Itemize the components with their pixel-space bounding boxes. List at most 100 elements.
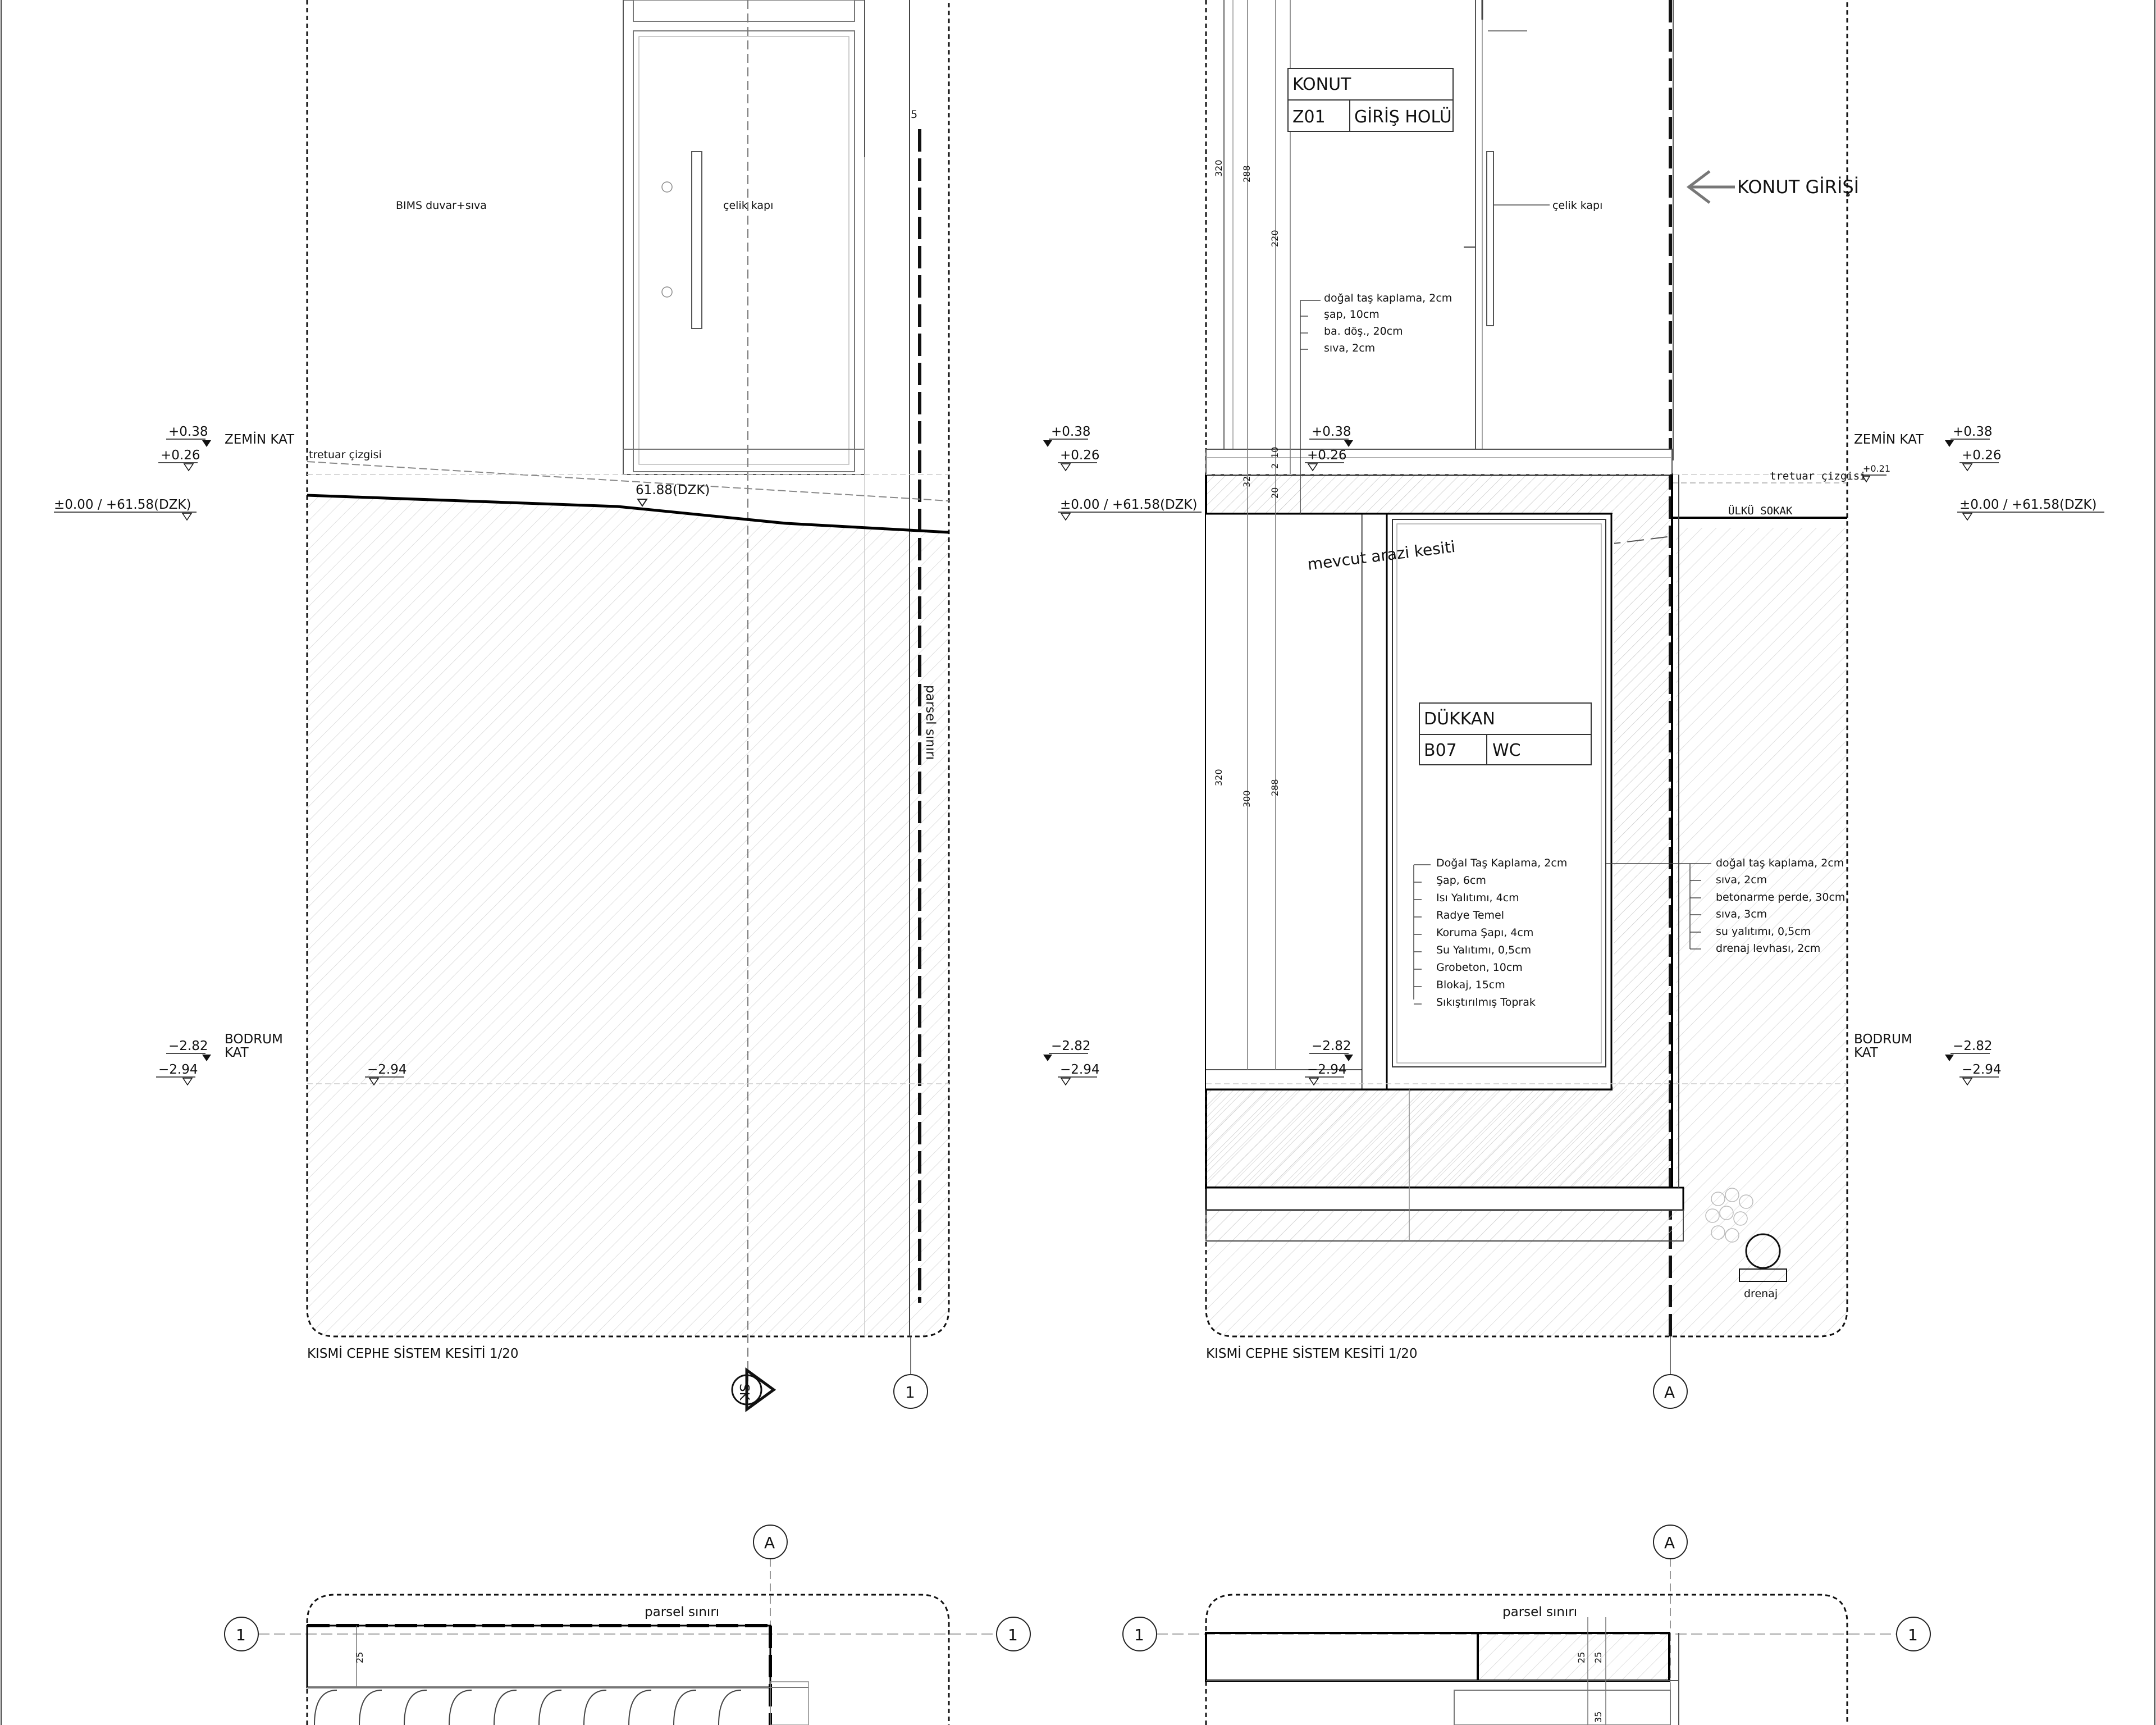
plan-right-dim-1: 25 (1576, 1652, 1587, 1663)
level-inner-z2: +0.26 (1307, 448, 1346, 463)
level-bodrum-b1: −2.82 (168, 1039, 208, 1053)
level-right-bodrum-2: KAT (1854, 1046, 1879, 1060)
dim-lower-3: 288 (1269, 779, 1280, 796)
level-mid-b1: −2.82 (1051, 1039, 1090, 1053)
level-right-bodrum-1: BODRUM (1854, 1032, 1912, 1047)
sidewalk-line-label-left: tretuar çizgisi (309, 449, 382, 461)
foundation-layer-7: Grobeton, 10cm (1436, 961, 1523, 974)
entrance-arrow-icon (1686, 170, 1735, 204)
grid-bubble-a-label: A (1664, 1383, 1675, 1402)
street-label: ÜLKÜ SOKAK (1728, 504, 1793, 517)
dim-lower-2: 300 (1241, 790, 1252, 807)
sidewalk-elevation: +0.21 (1863, 463, 1890, 474)
level-bodrum-label-2: KAT (225, 1046, 249, 1060)
section-marker-label: SK (737, 1384, 751, 1401)
foundation-layer-1: Doğal Taş Kaplama, 2cm (1436, 857, 1567, 869)
right-level-marks: ZEMİN KAT +0.38 +0.26 ±0.00 / +61.58(DZK… (1854, 425, 2104, 1086)
plan-right-parcel-label: parsel sınırı (1502, 1605, 1577, 1619)
wall-layer-3: betonarme perde, 30cm (1716, 891, 1845, 903)
level-mid-z1: +0.38 (1051, 425, 1090, 439)
foundation-layer-4: Radye Temel (1436, 909, 1504, 921)
door-label-left: çelik kapı (723, 199, 773, 212)
floor-layer-2: şap, 10cm (1324, 308, 1380, 321)
konut-header: KONUT (1292, 75, 1351, 94)
dukkan-code: B07 (1424, 741, 1457, 760)
wall-layer-1: doğal taş kaplama, 2cm (1716, 857, 1844, 869)
dim-upper-2: 288 (1241, 165, 1252, 182)
plan-left-grid-1-west-label: 1 (236, 1626, 246, 1644)
dukkan-name: WC (1492, 741, 1521, 760)
plan-left-dim: 25 (354, 1652, 365, 1663)
wall-layer-2: sıva, 2cm (1716, 874, 1767, 886)
plan-right-dim-3: 35 (1593, 1712, 1604, 1723)
dukkan-header: DÜKKAN (1424, 709, 1495, 729)
level-right-b1: −2.82 (1953, 1039, 1992, 1053)
plan-right: A 1 1 parsel sınırı 25 25 35 (1122, 1525, 1931, 1725)
section-marker: SK (731, 1367, 776, 1412)
sidewalk-line-label-right: tretuar çizgisi (1770, 470, 1866, 482)
level-right-zemin-label: ZEMİN KAT (1854, 431, 1924, 447)
plan-left-grid-1-west (224, 1617, 259, 1651)
level-mid-b2: −2.94 (1060, 1062, 1099, 1077)
level-zemin-z1: +0.38 (168, 425, 208, 439)
drainage-label: drenaj (1744, 1288, 1778, 1300)
floor-layer-3: ba. döş., 20cm (1324, 325, 1403, 337)
plan-left-grid-1-east-label: 1 (1008, 1626, 1018, 1644)
plan-right-dim-2: 25 (1593, 1652, 1604, 1663)
wall-layer-5: su yalıtımı, 0,5cm (1716, 925, 1811, 938)
dim-mid-1: 32 (1241, 476, 1252, 487)
level-right-datum: ±0.00 / +61.58(DZK) (1959, 498, 2096, 512)
plan-left-grid-a (753, 1525, 788, 1559)
plan-right-grid-1-east-label: 1 (1908, 1626, 1918, 1644)
grid-bubble-1-label: 1 (905, 1383, 915, 1402)
wall-layer-4: sıva, 3cm (1716, 908, 1767, 920)
left-section-title: KISMİ CEPHE SİSTEM KESİTİ 1/20 (307, 1345, 519, 1361)
door-label-right: çelik kapı (1552, 199, 1602, 212)
middle-level-marks: +0.38 +0.26 ±0.00 / +61.58(DZK) −2.82 −2… (1043, 425, 1202, 1086)
drainage-pipe-icon (1745, 1233, 1781, 1269)
level-mid-datum: ±0.00 / +61.58(DZK) (1060, 498, 1197, 512)
left-section-drawing: BIMS duvar+sıva çelik kapı tretuar çizgi… (54, 0, 950, 1412)
dim-lower-1: 320 (1213, 769, 1224, 786)
plan-right-grid-a (1653, 1525, 1688, 1559)
dim-5: 5 (911, 108, 917, 121)
level-inner-b2: −2.94 (1307, 1062, 1346, 1077)
plan-right-grid-1-west (1122, 1617, 1157, 1651)
konut-name: GİRİŞ HOLÜ (1354, 107, 1452, 127)
level-bodrum-label-1: BODRUM (225, 1032, 283, 1047)
konut-code: Z01 (1292, 107, 1326, 127)
foundation-layer-9: Sıkıştırılmış Toprak (1436, 996, 1536, 1008)
plan-left-grid-1-east (996, 1617, 1031, 1651)
plan-right-grid-1-east (1896, 1617, 1931, 1651)
plan-right-grid-1-west-label: 1 (1134, 1626, 1144, 1644)
level-bodrum-b2: −2.94 (158, 1062, 198, 1077)
ground-elevation-label: 61.88(DZK) (636, 483, 710, 498)
plan-left: A 1 1 parsel sınırı 25 (224, 1525, 1031, 1725)
level-right-z2: +0.26 (1962, 448, 2001, 463)
floor-layer-4: sıva, 2cm (1324, 342, 1375, 354)
dim-upper-3: 220 (1269, 230, 1280, 247)
level-datum-left: ±0.00 / +61.58(DZK) (54, 498, 191, 512)
dim-upper-1: 320 (1213, 159, 1224, 177)
foundation-layer-2: Şap, 6cm (1436, 874, 1486, 887)
entrance-label: KONUT GİRİŞİ (1737, 176, 1859, 198)
level-inner-z1: +0.38 (1312, 425, 1351, 439)
plan-left-parcel-label: parsel sınırı (645, 1605, 719, 1619)
foundation-layer-5: Koruma Şapı, 4cm (1436, 927, 1533, 939)
level-zemin-z2: +0.26 (161, 448, 200, 463)
floor-layer-1: doğal taş kaplama, 2cm (1324, 292, 1452, 304)
dim-mid-3: 2 (1269, 463, 1280, 469)
plan-left-grid-a-label: A (764, 1534, 775, 1552)
foundation-layer-3: Isı Yalıtımı, 4cm (1436, 892, 1519, 904)
right-section-title: KISMİ CEPHE SİSTEM KESİTİ 1/20 (1206, 1345, 1418, 1361)
plan-right-grid-a-label: A (1664, 1534, 1675, 1552)
level-zemin-label: ZEMİN KAT (225, 431, 295, 447)
level-inner-b2-left: −2.94 (367, 1062, 406, 1077)
right-section-drawing: drenaj KONUT Z01 GİRİŞ HOLÜ DÜKKAN B07 W… (1205, 0, 1890, 1409)
level-right-z1: +0.38 (1953, 425, 1992, 439)
parcel-boundary-label: parsel sınırı (923, 685, 938, 760)
wall-label: BIMS duvar+sıva (396, 199, 487, 212)
level-mid-z2: +0.26 (1060, 448, 1099, 463)
wall-layer-6: drenaj levhası, 2cm (1716, 942, 1820, 955)
